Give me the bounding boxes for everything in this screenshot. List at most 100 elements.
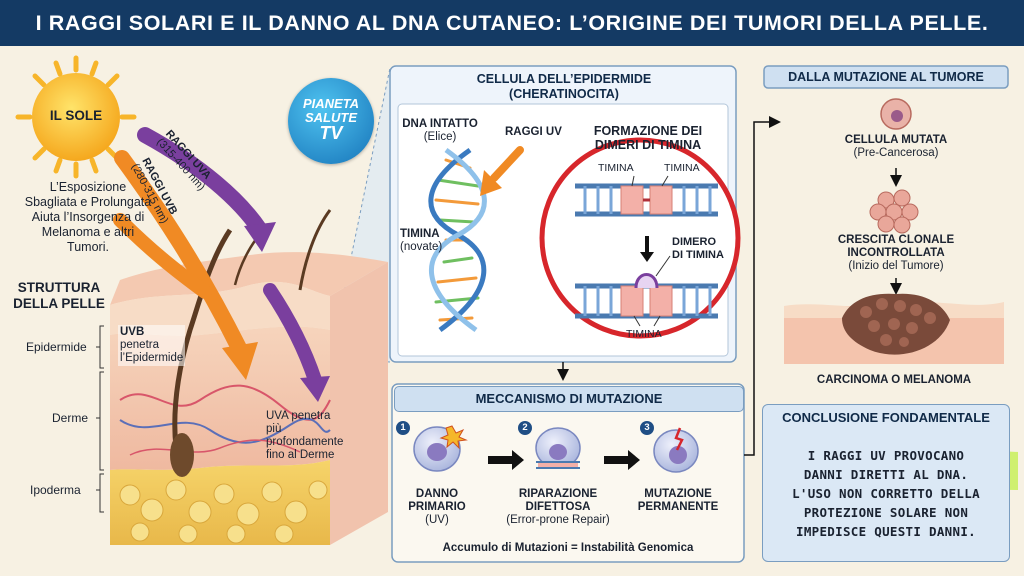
clonal-growth-label: CRESCITA CLONALE INCONTROLLATA (Inizio d… [806, 234, 986, 273]
step3-label: MUTAZIONE PERMANENTE [636, 488, 720, 514]
uva-note: UVA penetra più profondamente fino al De… [266, 410, 344, 462]
uva-deep-ray-arrow [263, 283, 330, 402]
mutated-cell-label: CELLULA MUTATA (Pre-Cancerosa) [816, 134, 976, 160]
mutated-cell-icon [880, 98, 912, 130]
sun-desc-line: Aiuta l’Insorgenza di [31, 210, 145, 224]
mechanism-panel [391, 383, 745, 563]
dimer-title-line: FORMAZIONE DEI [593, 124, 703, 138]
sun-icon [15, 55, 137, 179]
uvb-note-line: UVB [120, 326, 145, 338]
sun-desc-line: Tumori. [67, 240, 109, 254]
step-number-1: 1 [396, 421, 410, 435]
final-tumor-label: CARCINOMA O MELANOMA [816, 374, 972, 386]
step1-line: PRIMARIO [408, 501, 466, 513]
skin-title-line: STRUTTURA [17, 280, 101, 295]
step-number-2: 2 [518, 421, 532, 435]
conclusion-title: CONCLUSIONE FONDAMENTALE [782, 410, 990, 425]
dimer-label-line: DI TIMINA [672, 249, 724, 261]
logo-line2: SALUTE [305, 110, 357, 125]
mechanism-title: MECCANISMO DI MUTAZIONE [394, 386, 744, 412]
mechanism-footer: Accumulo di Mutazioni = Instabilità Geno… [442, 542, 694, 554]
conclusion-text: I RAGGI UV PROVOCANO DANNI DIRETTI AL DN… [764, 446, 1008, 541]
layer-ipoderma: Ipoderma [30, 483, 81, 497]
conclusion-line: I RAGGI UV PROVOCANO [807, 448, 965, 463]
timina-b-label: TIMINA [664, 162, 700, 174]
logo-line1: PIANETA [302, 96, 360, 111]
step1-line: DANNO [415, 488, 459, 500]
clonal-line: INCONTROLLATA [847, 247, 945, 259]
sun-desc-line: Melanoma e altri [41, 225, 135, 239]
transform-arrow [640, 236, 654, 262]
clonal-growth-icon [869, 189, 919, 234]
conclusion-panel [762, 404, 1010, 562]
dna-helix-icon [428, 147, 487, 333]
cell-title-line: (CHERATINOCITA) [509, 87, 619, 101]
uvb-ray-arrow [114, 150, 258, 380]
dna-intact-label: DNA INTATTO (Elice) [400, 118, 480, 144]
logo-line3: TV [319, 123, 343, 143]
sun-desc-line: L’Esposizione [49, 180, 127, 194]
sun-label: IL SOLE [49, 108, 103, 123]
step3-line: MUTAZIONE [644, 488, 712, 500]
conclusion-line: DANNI DIRETTI AL DNA. [803, 467, 969, 482]
uv-rays-label: RAGGI UV [505, 126, 562, 138]
title-bar [0, 0, 1024, 46]
tumor-skin-icon [784, 293, 1004, 364]
tumor-header-bg [763, 65, 1009, 89]
cell-title-line: CELLULA DELL’EPIDERMIDE [476, 72, 652, 86]
step1-cell-icon [413, 425, 468, 472]
uvb-ray-arrow-2 [113, 213, 212, 299]
uvb-note: UVB penetra l’Epidermide [118, 325, 186, 366]
mechanism-to-tumor-arrow [744, 116, 781, 456]
clonal-line: CRESCITA CLONALE [837, 234, 955, 246]
skin-cross-section [96, 209, 388, 545]
sun-description: L’Esposizione Sbagliata e Prolungata Aiu… [8, 180, 168, 255]
timina-label-text: TIMINA [400, 228, 440, 240]
conclusion-line: L'USO NON CORRETTO DELLA [792, 486, 980, 501]
step2-sub: (Error-prone Repair) [506, 514, 610, 526]
timina-label-sub: (novate) [400, 241, 443, 253]
clonal-sub: (Inizio del Tumore) [848, 260, 944, 272]
step1-sub: (UV) [425, 514, 449, 526]
uva-note-line: UVA penetra più [266, 410, 331, 435]
tumor-title: DALLA MUTAZIONE AL TUMORE [788, 70, 984, 84]
dna-intact-sub: (Elice) [423, 131, 457, 143]
step2-label: RIPARAZIONE DIFETTOSA (Error-prone Repai… [502, 488, 614, 527]
step-arrow-2 [604, 450, 640, 470]
step2-cell-icon [535, 427, 581, 469]
layer-derme: Derme [52, 411, 89, 425]
mutated-cell-text: CELLULA MUTATA [844, 134, 948, 146]
step1-label: DANNO PRIMARIO (UV) [398, 488, 476, 527]
step2-line: DIFETTOSA [525, 501, 591, 513]
page-title: I RAGGI SOLARI E IL DANNO AL DNA CUTANEO… [35, 11, 989, 35]
layer-epidermide: Epidermide [26, 340, 87, 354]
uva-ray-arrow [137, 127, 276, 252]
step3-cell-icon [653, 427, 699, 473]
dna-intact-text: DNA INTATTO [402, 118, 478, 130]
pianeta-salute-logo: PIANETA SALUTE TV [288, 78, 374, 164]
mutated-cell-sub: (Pre-Cancerosa) [853, 147, 939, 159]
step3-line: PERMANENTE [637, 501, 719, 513]
timina-a-label: TIMINA [598, 162, 634, 174]
skin-title: STRUTTURA DELLA PELLE [12, 280, 106, 312]
conclusion-line: PROTEZIONE SOLARE NON [803, 505, 969, 520]
uvb-note-line: l’Epidermide [120, 352, 184, 364]
step2-line: RIPARAZIONE [518, 488, 598, 500]
uvb-note-line: penetra [120, 339, 160, 351]
dna-ladder-dimer [575, 255, 718, 327]
conclusion-line: IMPEDISCE QUESTI DANNI. [796, 524, 976, 539]
dimer-label: DIMERO DI TIMINA [672, 236, 724, 262]
timina-label: TIMINA (novate) [400, 228, 442, 254]
dimer-title: FORMAZIONE DEI DIMERI DI TIMINA [586, 124, 710, 152]
uva-note-line: fino al Derme [266, 449, 335, 461]
skin-title-line: DELLA PELLE [13, 296, 105, 311]
uva-note-line: profondamente [266, 436, 344, 448]
sun-desc-line: Sbagliata e Prolungata [24, 195, 152, 209]
step-arrow-1 [488, 450, 524, 470]
uv-arrow [480, 146, 524, 196]
cell-title: CELLULA DELL’EPIDERMIDE (CHERATINOCITA) [392, 72, 736, 102]
timina-bottom-label: TIMINA [626, 328, 662, 340]
dna-ladder-intact [575, 175, 718, 217]
dimer-title-line: DIMERI DI TIMINA [594, 138, 702, 152]
dimer-label-line: DIMERO [672, 236, 716, 248]
